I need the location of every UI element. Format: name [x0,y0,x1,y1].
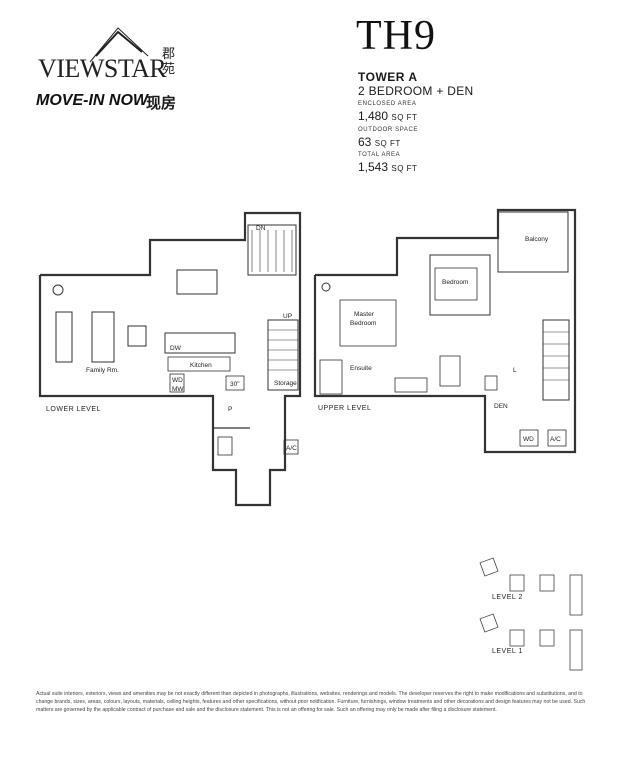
lower-level-label: LOWER LEVEL [46,406,101,413]
room-storage: Storage [274,380,297,387]
room-family: Family Rm. [86,367,119,374]
room-wd: WD [172,377,183,384]
move-in-tagline-cn: 现房 [146,95,177,112]
room-master-line2: Bedroom [350,320,376,327]
upper-level-plan [313,208,577,454]
enclosed-area-unit: SQ FT [391,113,418,122]
tower-label: TOWER A [358,70,418,84]
total-area-unit: SQ FT [391,164,418,173]
outdoor-space-unit: SQ FT [374,139,401,148]
room-kitchen: Kitchen [190,362,212,369]
room-balcony: Balcony [525,236,549,243]
room-ensuite: Ensuite [350,365,372,372]
roof-logo-icon [89,27,149,63]
move-in-tagline: MOVE-IN NOW [36,92,148,109]
room-thirty: 30" [230,381,240,388]
room-l: L [513,367,517,374]
legal-disclaimer: Actual suite interiors, exteriors, views… [36,691,586,713]
bedroom-count: 2 BEDROOM + DEN [358,84,474,98]
total-area-label: TOTAL AREA [358,152,401,158]
outdoor-space-label: OUTDOOR SPACE [358,127,419,133]
enclosed-area-number: 1,480 [358,109,389,123]
outdoor-space-number: 63 [358,135,372,149]
total-area-value: 1,543 SQ FT [358,160,417,174]
total-area-number: 1,543 [358,160,389,174]
room-bedroom: Bedroom [442,279,468,286]
room-p: P [228,406,232,413]
room-ac-upper: A/C [550,436,561,443]
enclosed-area-value: 1,480 SQ FT [358,109,417,123]
brand-logo [34,18,194,88]
brand-name: VIEWSTAR [38,54,167,83]
key-plan: LEVEL 2 LEVEL 1 [470,550,610,690]
room-labels: Family Rm. Kitchen Storage DW WD MW 30" … [86,225,561,452]
key-level-1: LEVEL 1 [492,648,523,655]
room-master-line1: Master [354,311,375,318]
lower-level-plan [38,211,302,507]
unit-code: TH9 [356,13,436,59]
stair-down-label: DN [256,225,266,232]
key-level-2: LEVEL 2 [492,594,523,601]
upper-level-label: UPPER LEVEL [318,405,372,412]
room-dw: DW [170,345,182,352]
room-den: DEN [494,403,508,410]
key-plan-diagram [479,557,583,671]
room-ac-lower: A/C [286,445,297,452]
outdoor-space-value: 63 SQ FT [358,135,401,149]
stair-up-label: UP [283,313,292,320]
enclosed-area-label: ENCLOSED AREA [358,101,417,107]
room-wd-upper: WD [523,436,534,443]
brand-name-cn: 郡苑 [162,46,176,76]
room-mw: MW [172,386,184,393]
